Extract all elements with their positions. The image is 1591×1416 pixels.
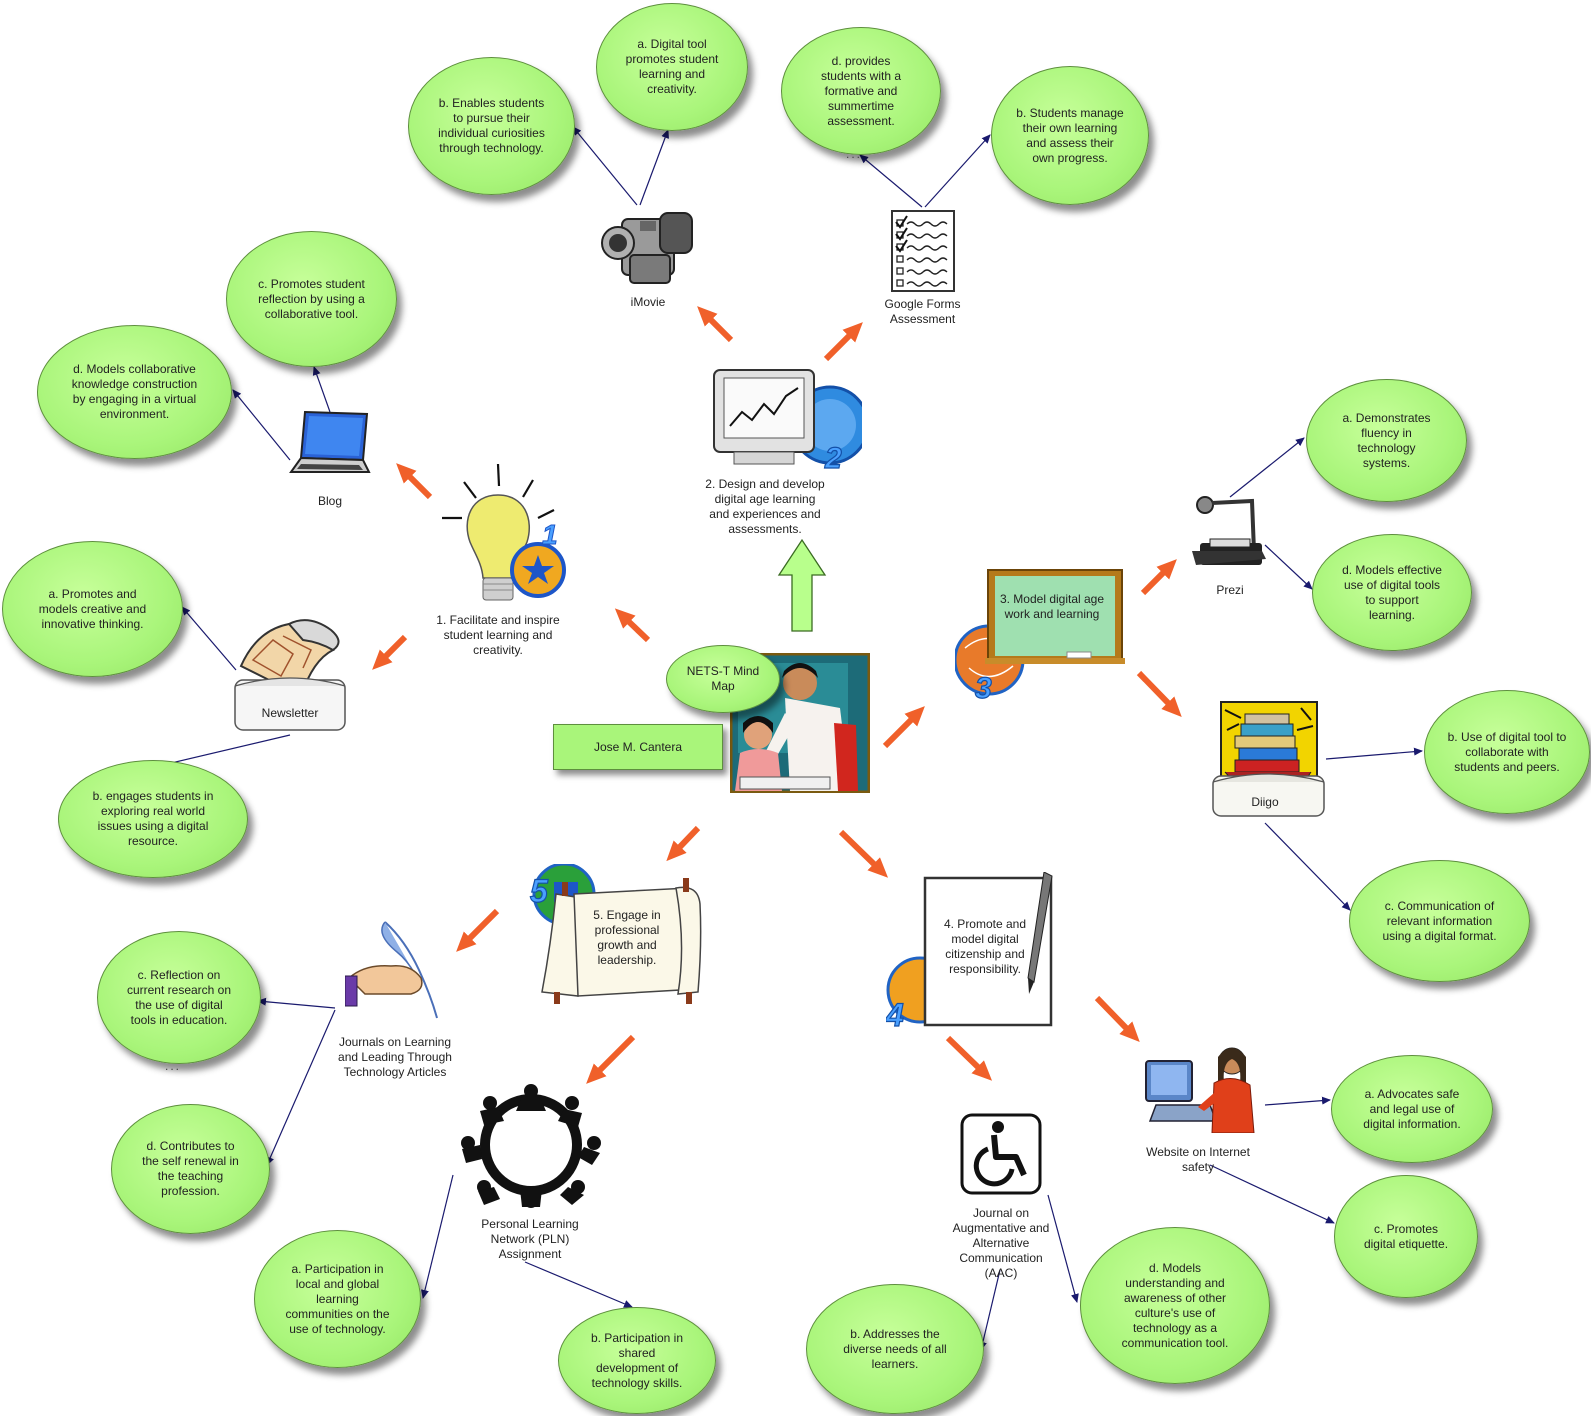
quill-hand-icon <box>345 921 438 1019</box>
ellipsis-forms: ... <box>846 147 863 161</box>
projector-icon <box>1192 496 1266 565</box>
standard-5-label: 5. Engage in professional growth and lea… <box>593 908 661 967</box>
connector-forms-d <box>859 154 923 208</box>
arrow-to-aac <box>945 1035 993 1081</box>
arrow-to-newsletter <box>372 634 408 670</box>
arrow-to-s3 <box>882 706 925 749</box>
prezi-label: Prezi <box>1216 583 1244 597</box>
standard-4-label: 4. Promote and model digital citizenship… <box>943 917 1027 976</box>
svg-text:5: 5 <box>530 873 549 909</box>
bubble-news-b: b. engages students in exploring real wo… <box>58 760 248 878</box>
imovie-label: iMovie <box>630 295 666 309</box>
svg-text:3: 3 <box>975 672 992 705</box>
journal-aac-label: Journal on Augmentative and Alternative … <box>952 1206 1050 1280</box>
books-icon <box>1212 701 1325 817</box>
camcorder-icon <box>601 212 693 284</box>
connector-news-a <box>181 606 237 671</box>
bubble-pln-b: b. Participation in shared development o… <box>558 1307 716 1414</box>
bubble-jour-d: d. Contributes to the self renewal in th… <box>111 1104 270 1234</box>
svg-text:2: 2 <box>824 442 842 475</box>
google-forms-label: Google Forms Assessment <box>884 297 961 326</box>
journals-articles-label: Journals on Learning and Leading Through… <box>338 1035 452 1079</box>
chalkboard-icon: 3 <box>955 569 1125 706</box>
bubble-forms-d: d. provides students with a formative an… <box>781 27 941 155</box>
connector-forms-b <box>924 134 991 208</box>
arrow-to-s4 <box>838 829 889 878</box>
connector-jour-c <box>257 997 336 1009</box>
lightbulb-icon: 1 <box>442 463 566 601</box>
svg-text:1: 1 <box>542 519 558 550</box>
svg-text:4: 4 <box>886 997 904 1032</box>
ellipsis-journals: ... <box>165 1059 182 1073</box>
document-pen-icon: 4 <box>886 872 1053 1032</box>
arrow-to-s2 <box>777 538 827 632</box>
standard-2-label: 2. Design and develop digital age learni… <box>705 477 825 536</box>
arrow-to-prezi <box>1140 559 1177 596</box>
connector-web-a <box>1264 1096 1331 1106</box>
arrow-to-s1 <box>614 608 651 643</box>
bubble-prezi-d: d. Models effective use of digital tools… <box>1312 534 1472 651</box>
arrow-to-s5 <box>666 825 701 862</box>
bubble-forms-b: b. Students manage their own learning an… <box>991 66 1149 205</box>
connector-aac-d <box>1047 1194 1079 1303</box>
bubble-news-a: a. Promotes and models creative and inno… <box>2 541 183 677</box>
diigo-label: Diigo <box>1251 795 1279 809</box>
connector-diigo-b <box>1325 747 1423 760</box>
connector-jour-d <box>266 1009 336 1166</box>
pln-label: Personal Learning Network (PLN) Assignme… <box>481 1217 579 1261</box>
connector-pln-a <box>421 1174 454 1299</box>
connector-aac-b <box>978 1269 1001 1351</box>
computer-user-icon <box>1145 1047 1255 1133</box>
connector-blog-d <box>232 389 291 461</box>
bubble-jour-c: c. Reflection on current research on the… <box>97 931 261 1064</box>
arrow-to-website <box>1094 995 1140 1043</box>
arrow-to-diigo <box>1136 670 1182 718</box>
arrow-to-imovie <box>697 306 734 343</box>
teacher-student-icon <box>730 653 870 793</box>
map-scroll-icon <box>234 619 346 731</box>
author-name: Jose M. Cantera <box>593 740 683 754</box>
connector-web-c <box>1209 1164 1335 1224</box>
newsletter-label: Newsletter <box>261 706 319 720</box>
website-label: Website on Internet safety <box>1146 1145 1250 1174</box>
bubble-diigo-c: c. Communication of relevant information… <box>1349 860 1530 982</box>
connector-imovie-a <box>639 129 669 206</box>
people-circle-icon <box>461 1084 601 1208</box>
bubble-aac-d: d. Models understanding and awareness of… <box>1080 1227 1270 1384</box>
bubble-web-c: c. Promotes digital etiquette. <box>1334 1175 1478 1298</box>
bubble-prezi-a: a. Demonstrates fluency in technology sy… <box>1306 379 1467 502</box>
connector-diigo-c <box>1264 822 1351 911</box>
bubble-blog-c: c. Promotes student reflection by using … <box>226 231 397 367</box>
author-box: Jose M. Cantera <box>553 724 723 770</box>
monitor-chart-icon: 2 <box>713 369 862 476</box>
bubble-imovie-a: a. Digital tool promotes student learnin… <box>596 3 748 131</box>
arrow-to-pln <box>586 1034 636 1084</box>
scroll-icon: 5 <box>529 864 702 1004</box>
standard-3-label: 3. Model digital age work and learning <box>999 592 1105 621</box>
arrow-to-forms <box>823 322 863 362</box>
arrow-to-blog <box>396 463 433 500</box>
laptop-icon <box>289 410 371 473</box>
bubble-pln-a: a. Participation in local and global lea… <box>254 1230 421 1368</box>
connector-prezi-a <box>1229 437 1305 498</box>
connector-pln-b <box>524 1261 633 1308</box>
bubble-diigo-b: b. Use of digital tool to collaborate wi… <box>1424 690 1590 814</box>
bubble-blog-d: d. Models collaborative knowledge constr… <box>37 325 232 459</box>
blog-label: Blog <box>317 494 343 508</box>
bubble-imovie-b: b. Enables students to pursue their indi… <box>408 57 575 195</box>
center-title-bubble: NETS-T Mind Map <box>666 645 780 713</box>
connector-imovie-b <box>572 126 638 206</box>
connector-prezi-d <box>1264 544 1313 590</box>
bubble-aac-b: b. Addresses the diverse needs of all le… <box>806 1284 984 1414</box>
bubble-web-a: a. Advocates safe and legal use of digit… <box>1331 1055 1493 1163</box>
connector-blog-c <box>312 366 331 413</box>
standard-1-label: 1. Facilitate and inspire student learni… <box>436 613 560 657</box>
checklist-icon <box>891 210 955 292</box>
wheelchair-icon <box>960 1113 1042 1195</box>
arrow-to-journals <box>456 908 500 952</box>
center-title: NETS-T Mind Map <box>686 664 760 693</box>
